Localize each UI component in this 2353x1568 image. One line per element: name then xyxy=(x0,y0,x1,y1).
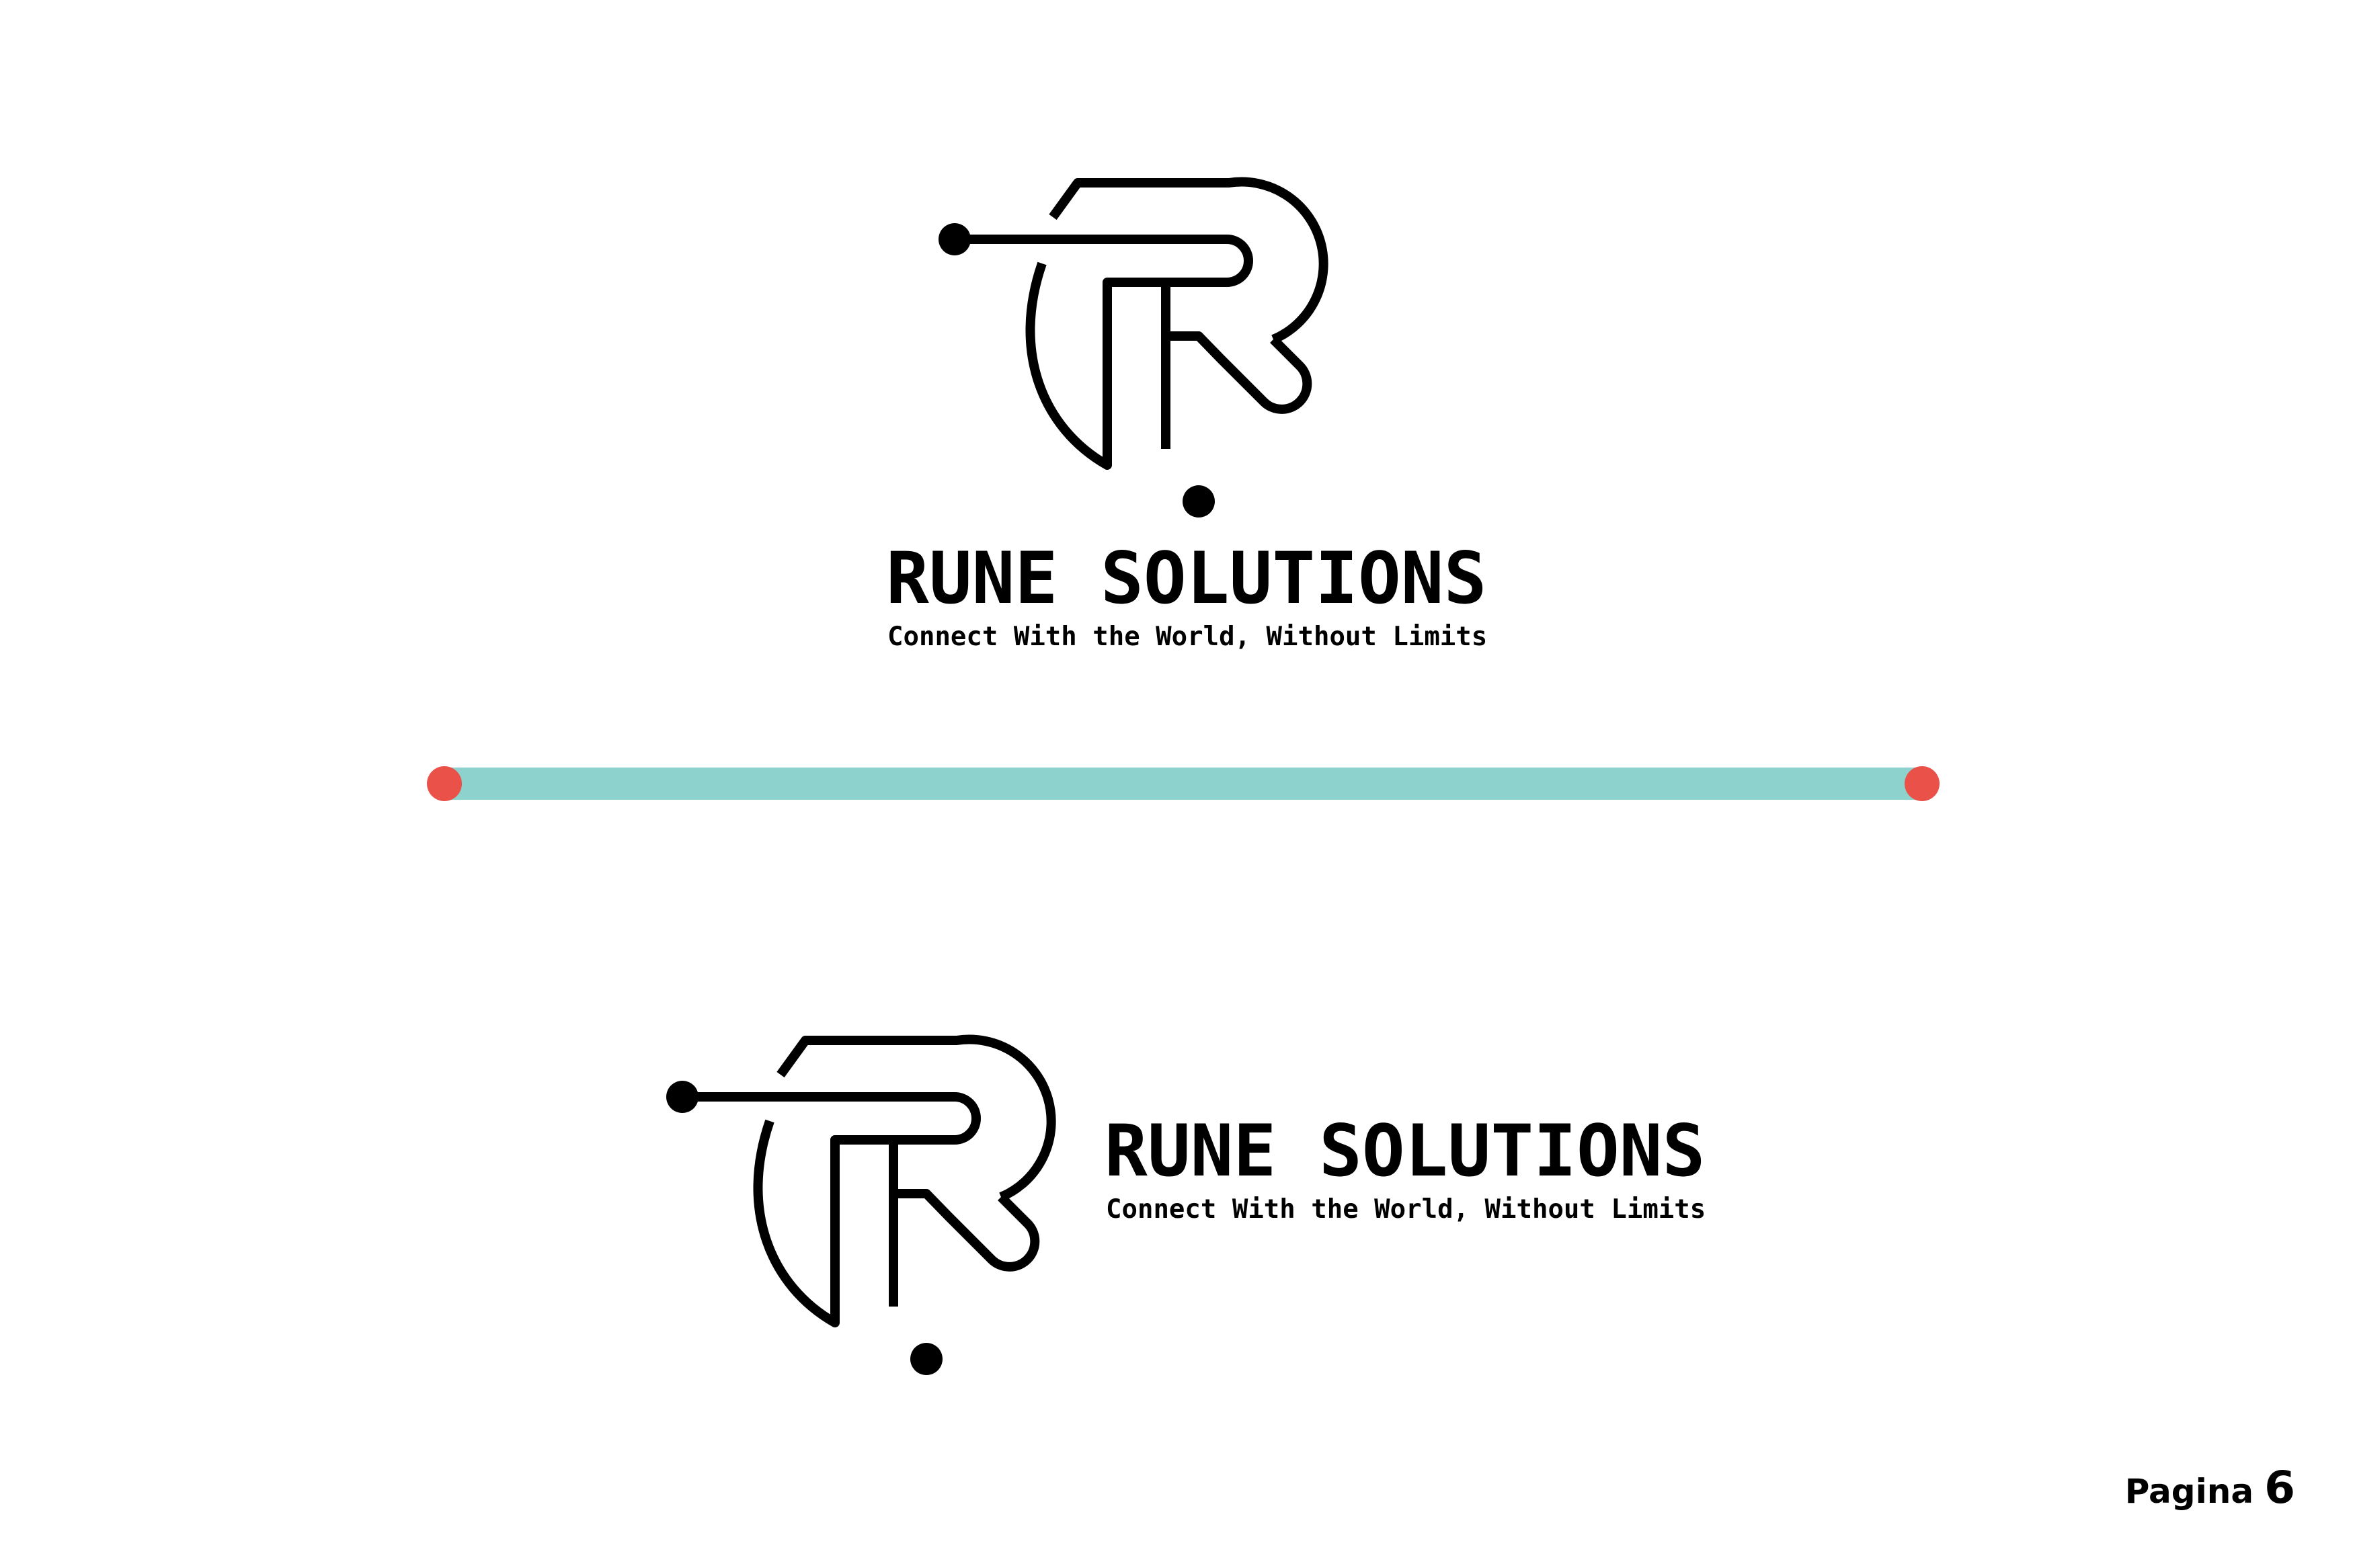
page-number-value: 6 xyxy=(2264,1462,2295,1514)
page-number: Pagina 6 xyxy=(2125,1462,2295,1514)
circuit-r-monogram-icon xyxy=(939,177,1328,518)
brand-name: RUNE SOLUTIONS xyxy=(886,537,1487,620)
divider-endpoint-right xyxy=(1905,766,1940,801)
divider-line xyxy=(444,768,1922,800)
circuit-r-monogram-icon xyxy=(666,1034,1056,1375)
brand-tagline: Connect With the World, Without Limits xyxy=(887,622,1488,652)
brand-tagline: Connect With the World, Without Limits xyxy=(1106,1194,1706,1225)
page-label: Pagina xyxy=(2124,1472,2254,1511)
divider-endpoint-left xyxy=(427,766,462,801)
brand-name: RUNE SOLUTIONS xyxy=(1105,1110,1706,1192)
section-divider xyxy=(427,766,1940,801)
